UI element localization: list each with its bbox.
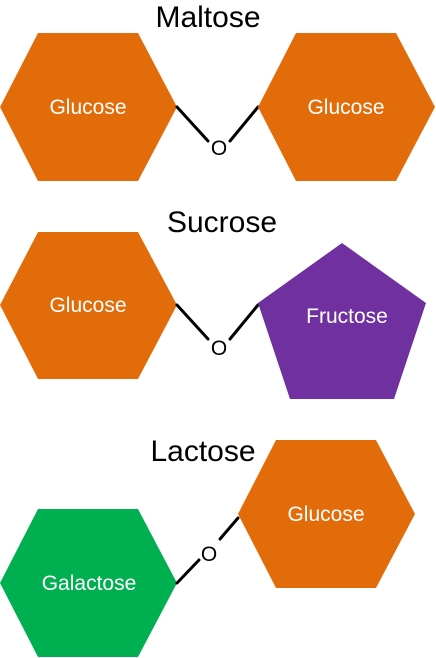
sucrose-title: Sucrose — [167, 206, 277, 239]
maltose-glucose-left-hexagon — [0, 33, 177, 181]
maltose-glucose-right-label: Glucose — [307, 96, 384, 119]
maltose-oxygen-label: O — [211, 137, 227, 160]
lactose-galactose-label: Galactose — [42, 572, 137, 595]
sucrose-oxygen-label: O — [211, 337, 227, 360]
maltose-glucose-left-label: Glucose — [49, 96, 126, 119]
lactose-galactose-hexagon — [0, 509, 177, 657]
lactose-glucose-hexagon — [238, 440, 415, 588]
maltose-glucose-right-hexagon — [258, 33, 435, 181]
maltose-bond-right — [228, 105, 260, 143]
sucrose-glucose-label: Glucose — [49, 294, 126, 317]
lactose-bond-right — [218, 516, 240, 541]
sucrose-bond-right — [228, 303, 260, 341]
lactose-oxygen-label: O — [201, 543, 217, 566]
sucrose-fructose-label: Fructose — [306, 305, 388, 328]
maltose-title: Maltose — [155, 1, 260, 34]
maltose-bond-left — [175, 105, 210, 143]
lactose-group: Lactose Galactose O Glucose — [0, 435, 415, 657]
lactose-title: Lactose — [150, 435, 255, 468]
sucrose-fructose-pentagon — [258, 243, 426, 399]
lactose-glucose-label: Glucose — [287, 503, 364, 526]
lactose-bond-left — [175, 558, 201, 585]
maltose-group: Maltose Glucose O Glucose — [0, 1, 435, 181]
sucrose-bond-left — [175, 303, 210, 341]
sucrose-glucose-hexagon — [0, 232, 177, 379]
sucrose-group: Sucrose Glucose O Fructose — [0, 206, 426, 399]
